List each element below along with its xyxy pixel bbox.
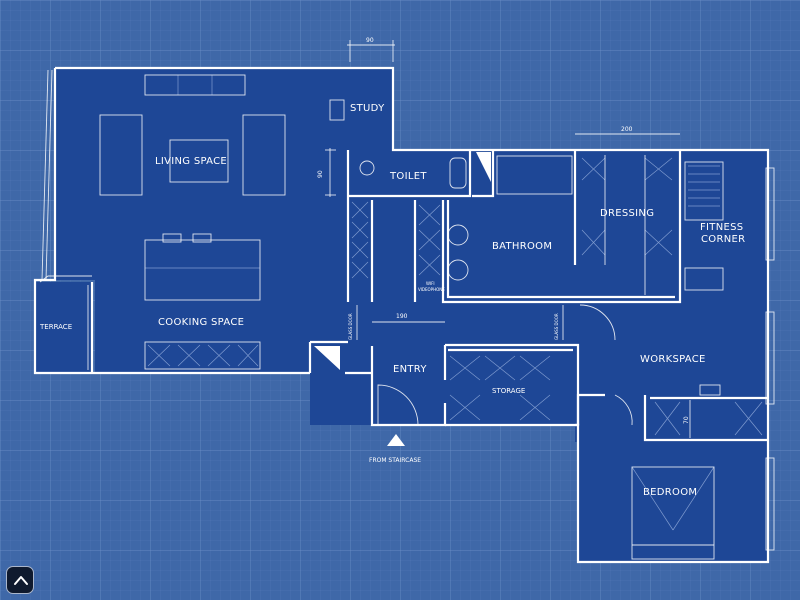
room-label-bedroom: BEDROOM [643, 487, 697, 498]
entry-storage-details [314, 304, 763, 446]
annotation-from-staircase: FROM STAIRCASE [369, 457, 421, 464]
room-label-entry: ENTRY [393, 364, 427, 375]
annotation-glass-door-right: GLASS DOOR [554, 313, 559, 340]
room-label-fitness-line2: CORNER [701, 234, 745, 245]
wet-area-fixtures [351, 152, 724, 295]
dimension-study-side: 90 [317, 170, 324, 178]
annotation-glass-door-left: GLASS DOOR [348, 313, 353, 340]
room-label-cooking-space: COOKING SPACE [158, 317, 244, 328]
terrace-railing [39, 275, 94, 373]
windows [765, 167, 775, 551]
scroll-up-button[interactable] [6, 566, 34, 594]
room-label-terrace: TERRACE [39, 323, 72, 331]
dimension-dressing-top: 200 [621, 126, 633, 133]
annotation-videophone-line2: VIDEOPHONE [418, 287, 445, 292]
living-furniture [99, 74, 345, 370]
annotation-videophone-line1: WIFI [426, 281, 435, 286]
room-label-bathroom: BATHROOM [492, 241, 552, 252]
chevron-up-icon [14, 576, 28, 585]
dimension-workspace-side: 70 [683, 416, 690, 424]
room-label-toilet: TOILET [389, 171, 427, 182]
dimension-top: 90 [366, 37, 374, 44]
dimension-lines [325, 40, 691, 438]
room-label-workspace: WORKSPACE [640, 354, 706, 365]
dimension-entry-width: 190 [396, 313, 408, 320]
room-label-storage: STORAGE [492, 387, 525, 395]
bed [631, 466, 715, 560]
room-label-living-space: LIVING SPACE [155, 156, 227, 167]
room-label-fitness-line1: FITNESS [700, 222, 743, 233]
room-label-dressing: DRESSING [600, 208, 654, 219]
room-label-study: STUDY [350, 103, 385, 114]
interior-walls [346, 150, 768, 442]
